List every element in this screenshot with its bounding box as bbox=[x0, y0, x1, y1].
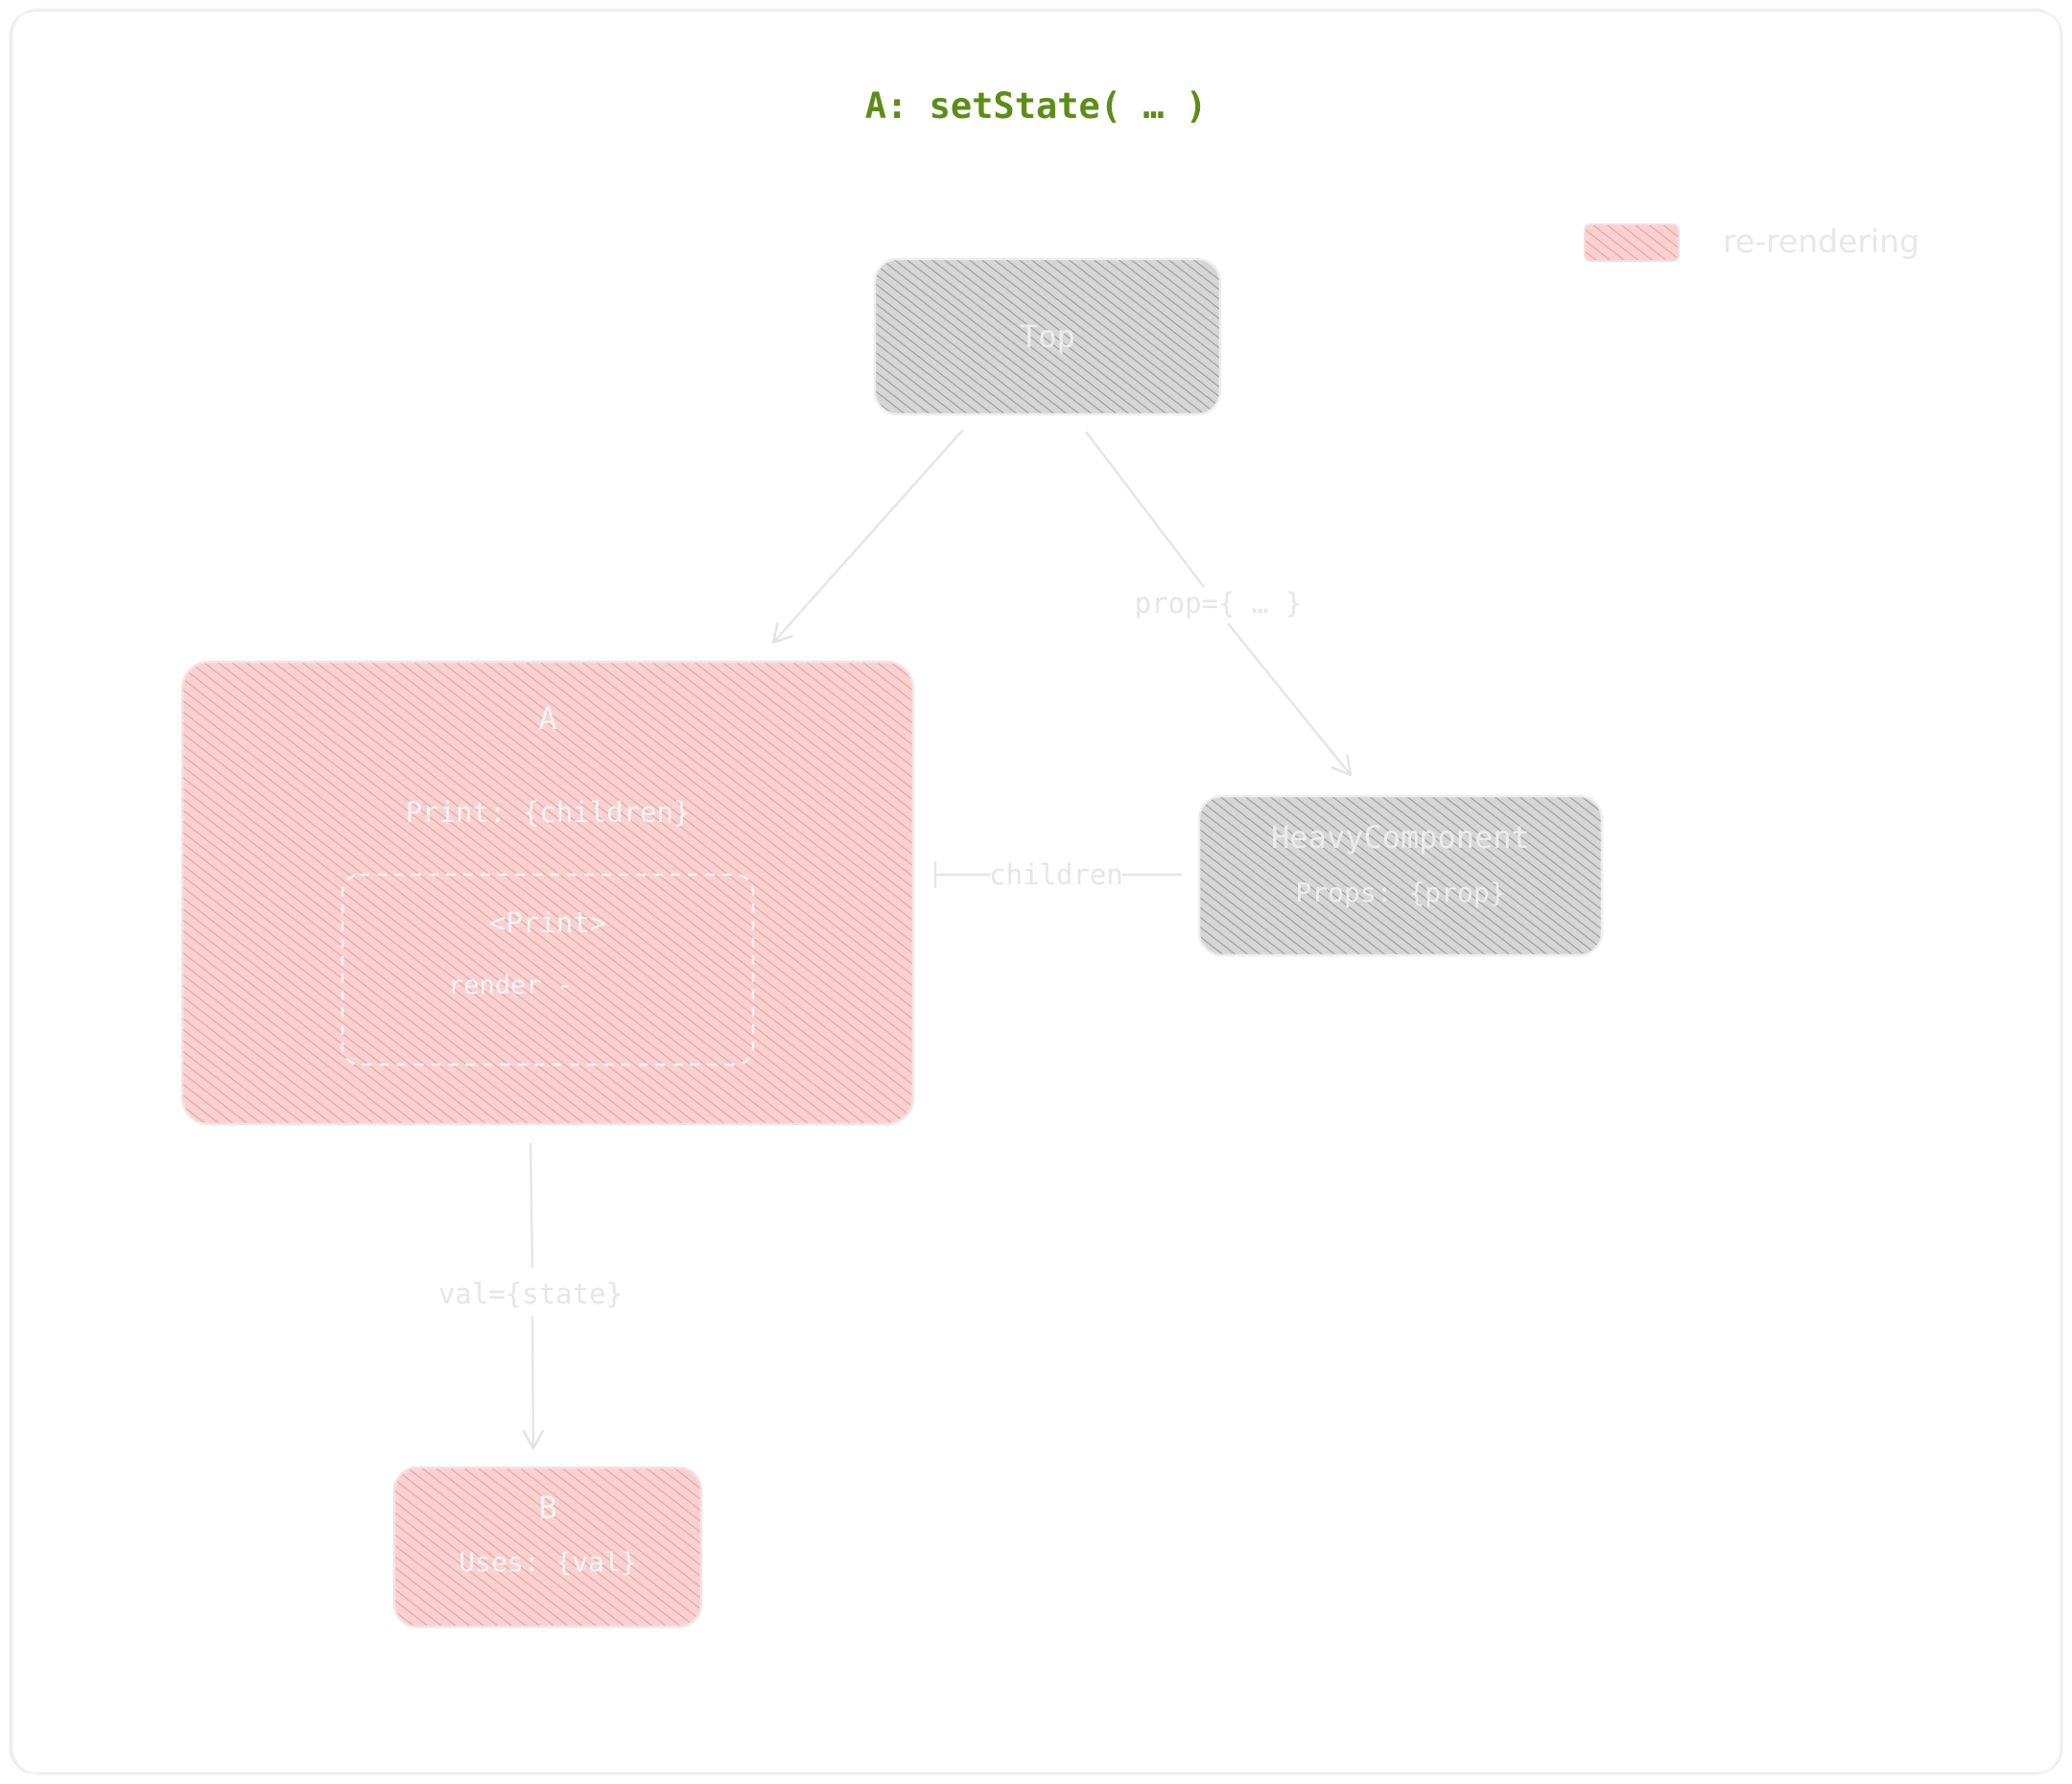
legend-swatch bbox=[1584, 223, 1680, 262]
node-a-print-line: Print: {children} bbox=[406, 796, 691, 829]
node-b: B Uses: {val} bbox=[392, 1466, 703, 1629]
edge-top-to-a bbox=[771, 429, 964, 645]
edge-a-to-b-upper bbox=[529, 1142, 534, 1269]
edge-a-to-b-lower bbox=[522, 1315, 545, 1450]
node-a: A Print: {children} <Print> render - bbox=[180, 660, 915, 1126]
edge-label-val: val={state} bbox=[438, 1278, 623, 1310]
node-b-uses-line: Uses: {val} bbox=[459, 1546, 636, 1578]
node-heavy-component: HeavyComponent Props: {prop} bbox=[1197, 794, 1604, 957]
node-a-inner-line: render - bbox=[448, 971, 573, 1000]
outer-frame-sketch bbox=[12, 8, 2061, 1775]
node-heavy-label: HeavyComponent bbox=[1271, 819, 1530, 856]
node-top: Top bbox=[873, 257, 1222, 416]
edge-label-prop: prop={ … } bbox=[1135, 587, 1303, 620]
edge-top-to-heavy-upper bbox=[1085, 431, 1205, 588]
diagram-title: A: setState( … ) bbox=[865, 85, 1207, 127]
node-a-label: A bbox=[538, 700, 556, 737]
edge-top-to-heavy-lower bbox=[1227, 622, 1353, 777]
legend-label: re-rendering bbox=[1723, 223, 1919, 260]
node-top-label: Top bbox=[1020, 318, 1075, 355]
outer-frame bbox=[9, 9, 2063, 1775]
node-a-inner-label: <Print> bbox=[489, 906, 606, 939]
node-b-label: B bbox=[538, 1490, 556, 1526]
edge-label-children: children bbox=[989, 858, 1123, 891]
node-heavy-props-line: Props: {prop} bbox=[1295, 877, 1505, 908]
